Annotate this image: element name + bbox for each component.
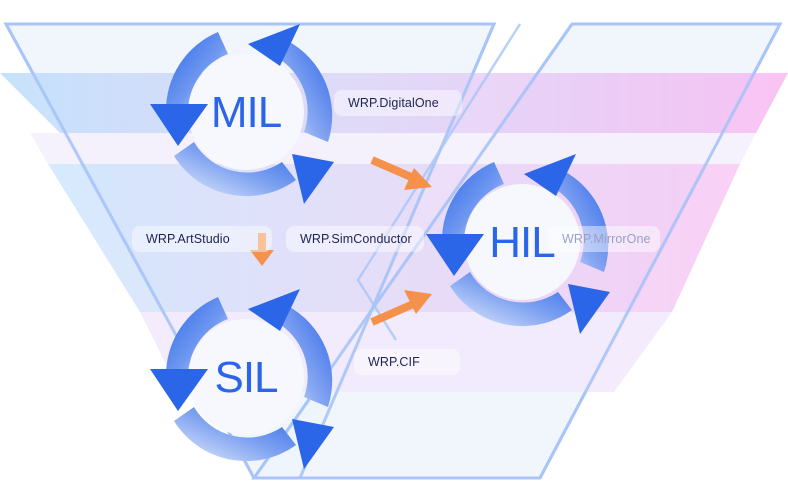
tool-chip-digitalone: WRP.DigitalOne (334, 90, 462, 116)
tool-label-mirrorone: WRP.MirrorOne (562, 232, 651, 246)
tool-label-simconductor: WRP.SimConductor (300, 232, 412, 246)
mil-label: MIL (210, 88, 282, 137)
tool-chip-mirrorone: WRP.MirrorOne (548, 226, 660, 252)
mil-ring-arc-left (165, 32, 228, 112)
tool-label-cif: WRP.CIF (368, 355, 420, 369)
mil-ring-arc-bottom (174, 142, 296, 197)
flow-arrow-mil-to-sil (250, 233, 274, 266)
tool-chip-simconductor: WRP.SimConductor (286, 226, 424, 252)
sil-label: SIL (214, 353, 278, 402)
mil-arrowhead-down (150, 104, 208, 146)
tool-label-digitalone: WRP.DigitalOne (348, 96, 439, 110)
mil-loop (150, 24, 334, 204)
mil-arrowhead-right (292, 154, 334, 204)
sil-loop (150, 289, 334, 469)
tool-label-artstudio: WRP.ArtStudio (146, 232, 230, 246)
hil-loop (426, 154, 610, 334)
band-top-light (30, 133, 756, 164)
mil-arrowhead-up (248, 24, 300, 66)
hil-label: HIL (489, 218, 555, 267)
tool-chip-artstudio: WRP.ArtStudio (132, 226, 272, 252)
mil-ring-arc-right (276, 40, 333, 142)
tool-chip-cif: WRP.CIF (354, 349, 460, 375)
right-funnel-outline (251, 22, 783, 480)
flow-arrow-sil-to-hil (370, 290, 432, 326)
flow-arrow-mil-to-hil (370, 156, 432, 190)
